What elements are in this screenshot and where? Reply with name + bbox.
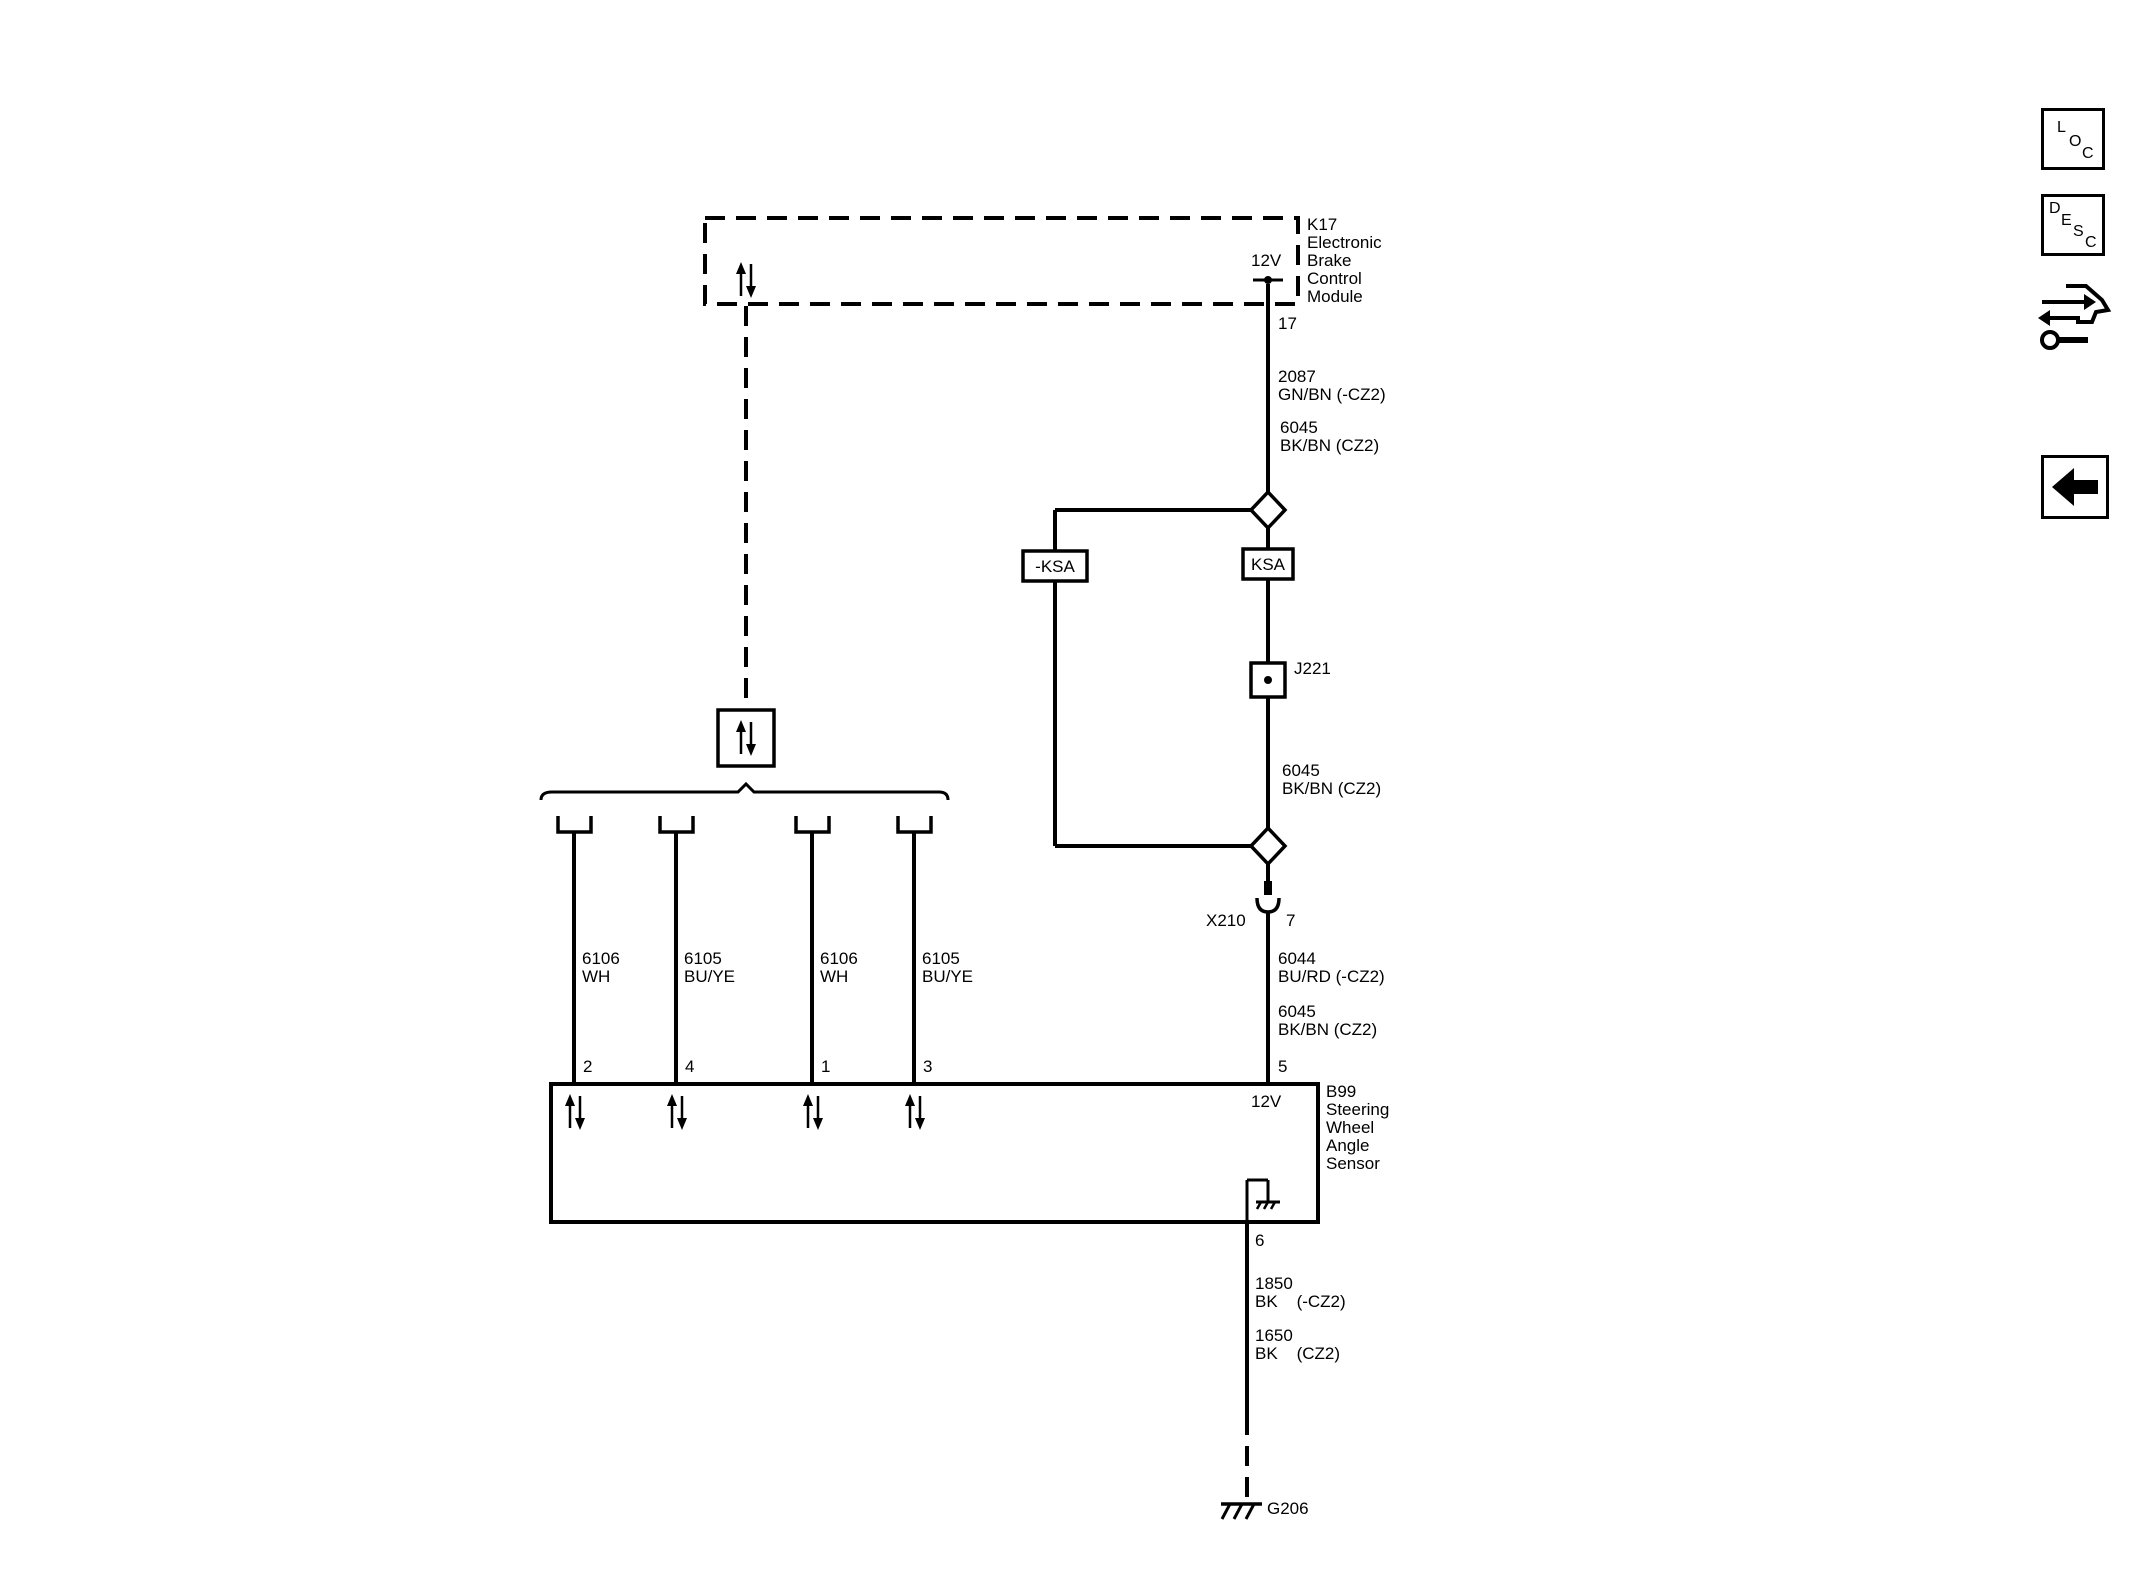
wire-circuit-label: 6105 [922, 949, 960, 968]
connector-x210: X210 7 [1206, 881, 1295, 930]
b99-name-line: Angle [1326, 1136, 1369, 1155]
connector-service-button[interactable] [2036, 278, 2114, 354]
wire-color-label: WH [820, 967, 848, 986]
b99-power-pin: 5 [1278, 1057, 1287, 1076]
desc-button[interactable]: D E S C [2041, 194, 2105, 256]
wire-color-label: BU/YE [684, 967, 735, 986]
k17-data-arrow-icon [734, 260, 758, 300]
data-arrow-icon [563, 1092, 587, 1132]
k17-pin-label: 17 [1278, 314, 1297, 333]
wire-circuit-label: 6045 [1278, 1002, 1316, 1021]
option-box-no-ksa: -KSA [1021, 549, 1089, 583]
wire-pin-label: 1 [821, 1057, 830, 1076]
wire-circuit-label: 2087 [1278, 367, 1316, 386]
wire-color-label: WH [582, 967, 610, 986]
k17-name-line: Module [1307, 287, 1363, 306]
wire-color-label: BK/BN (CZ2) [1280, 436, 1379, 455]
data-arrow-icon [665, 1092, 689, 1132]
desc-letter: C [2085, 234, 2097, 251]
back-button[interactable] [2041, 455, 2109, 519]
k17-name-line: Brake [1307, 251, 1351, 270]
k17-ref: K17 [1307, 215, 1337, 234]
option-box-ksa: KSA [1241, 547, 1295, 581]
desc-letter: S [2073, 223, 2084, 240]
loc-letter: C [2082, 145, 2094, 162]
data-wire-terminal [556, 816, 593, 1083]
k17-voltage: 12V [1251, 251, 1282, 270]
svg-text:KSA: KSA [1251, 555, 1286, 574]
loc-letter: O [2069, 133, 2082, 150]
desc-letter: D [2049, 200, 2061, 217]
b99-voltage: 12V [1251, 1092, 1282, 1111]
arrow-left-icon [2052, 468, 2098, 506]
b99-ref: B99 [1326, 1082, 1356, 1101]
power-circuit: 17 2087 GN/BN (-CZ2) 6045 BK/BN (CZ2) -K… [1021, 284, 1386, 1083]
loc-letter: L [2057, 119, 2066, 136]
ground-ref: G206 [1267, 1499, 1309, 1518]
splice-label: J221 [1294, 659, 1331, 678]
data-wires: 6106 WH 2 6105 BU/YE 4 6106 WH 1 6105 BU… [556, 816, 973, 1083]
data-arrow-icon [903, 1092, 927, 1132]
b99-sensor: 12V B99 Steering Wheel Angle Sensor [549, 1082, 1389, 1224]
wire-color-label: BK (-CZ2) [1255, 1292, 1346, 1311]
wire-circuit-label: 6044 [1278, 949, 1316, 968]
lower-option-splice [1248, 825, 1288, 867]
wire-circuit-label: 6106 [820, 949, 858, 968]
loc-button[interactable]: L O C [2041, 108, 2105, 170]
data-wire-terminal [794, 816, 831, 1083]
wire-circuit-label: 6106 [582, 949, 620, 968]
connector-wrench-icon [2038, 284, 2112, 350]
connector-pin: 7 [1286, 911, 1295, 930]
wire-circuit-label: 6045 [1282, 761, 1320, 780]
wire-pin-label: 2 [583, 1057, 592, 1076]
b99-name-line: Steering [1326, 1100, 1389, 1119]
upper-option-splice [1248, 489, 1288, 531]
wire-color-label: BK (CZ2) [1255, 1344, 1340, 1363]
ground-circuit: 6 1850 BK (-CZ2) 1650 BK (CZ2) G206 [1220, 1224, 1346, 1520]
data-arrow-icon [801, 1092, 825, 1132]
wire-color-label: BU/RD (-CZ2) [1278, 967, 1385, 986]
serial-data-symbol [716, 708, 776, 768]
ground-g206-icon [1220, 1502, 1262, 1520]
wire-color-label: BK/BN (CZ2) [1282, 779, 1381, 798]
wire-pin-label: 4 [685, 1057, 694, 1076]
b99-ground-pin: 6 [1255, 1231, 1264, 1250]
connector-ref: X210 [1206, 911, 1246, 930]
wire-pin-label: 3 [923, 1057, 932, 1076]
wire-color-label: GN/BN (-CZ2) [1278, 385, 1386, 404]
data-wire-terminal [658, 816, 695, 1083]
b99-name-line: Wheel [1326, 1118, 1374, 1137]
svg-text:-KSA: -KSA [1035, 557, 1075, 576]
wire-circuit-label: 1850 [1255, 1274, 1293, 1293]
data-wire-terminal [896, 816, 933, 1083]
k17-name-line: Electronic [1307, 233, 1382, 252]
b99-name-line: Sensor [1326, 1154, 1380, 1173]
k17-module: 12V K17 Electronic Brake Control Module [703, 215, 1382, 306]
data-bus-bracket [539, 781, 950, 801]
wire-color-label: BU/YE [922, 967, 973, 986]
wire-color-label: BK/BN (CZ2) [1278, 1020, 1377, 1039]
wire-circuit-label: 1650 [1255, 1326, 1293, 1345]
splice-pack-j221: J221 [1249, 659, 1331, 699]
wire-circuit-label: 6105 [684, 949, 722, 968]
wire-circuit-label: 6045 [1280, 418, 1318, 437]
k17-name-line: Control [1307, 269, 1362, 288]
internal-ground-icon [1245, 1178, 1280, 1224]
desc-letter: E [2061, 212, 2072, 229]
